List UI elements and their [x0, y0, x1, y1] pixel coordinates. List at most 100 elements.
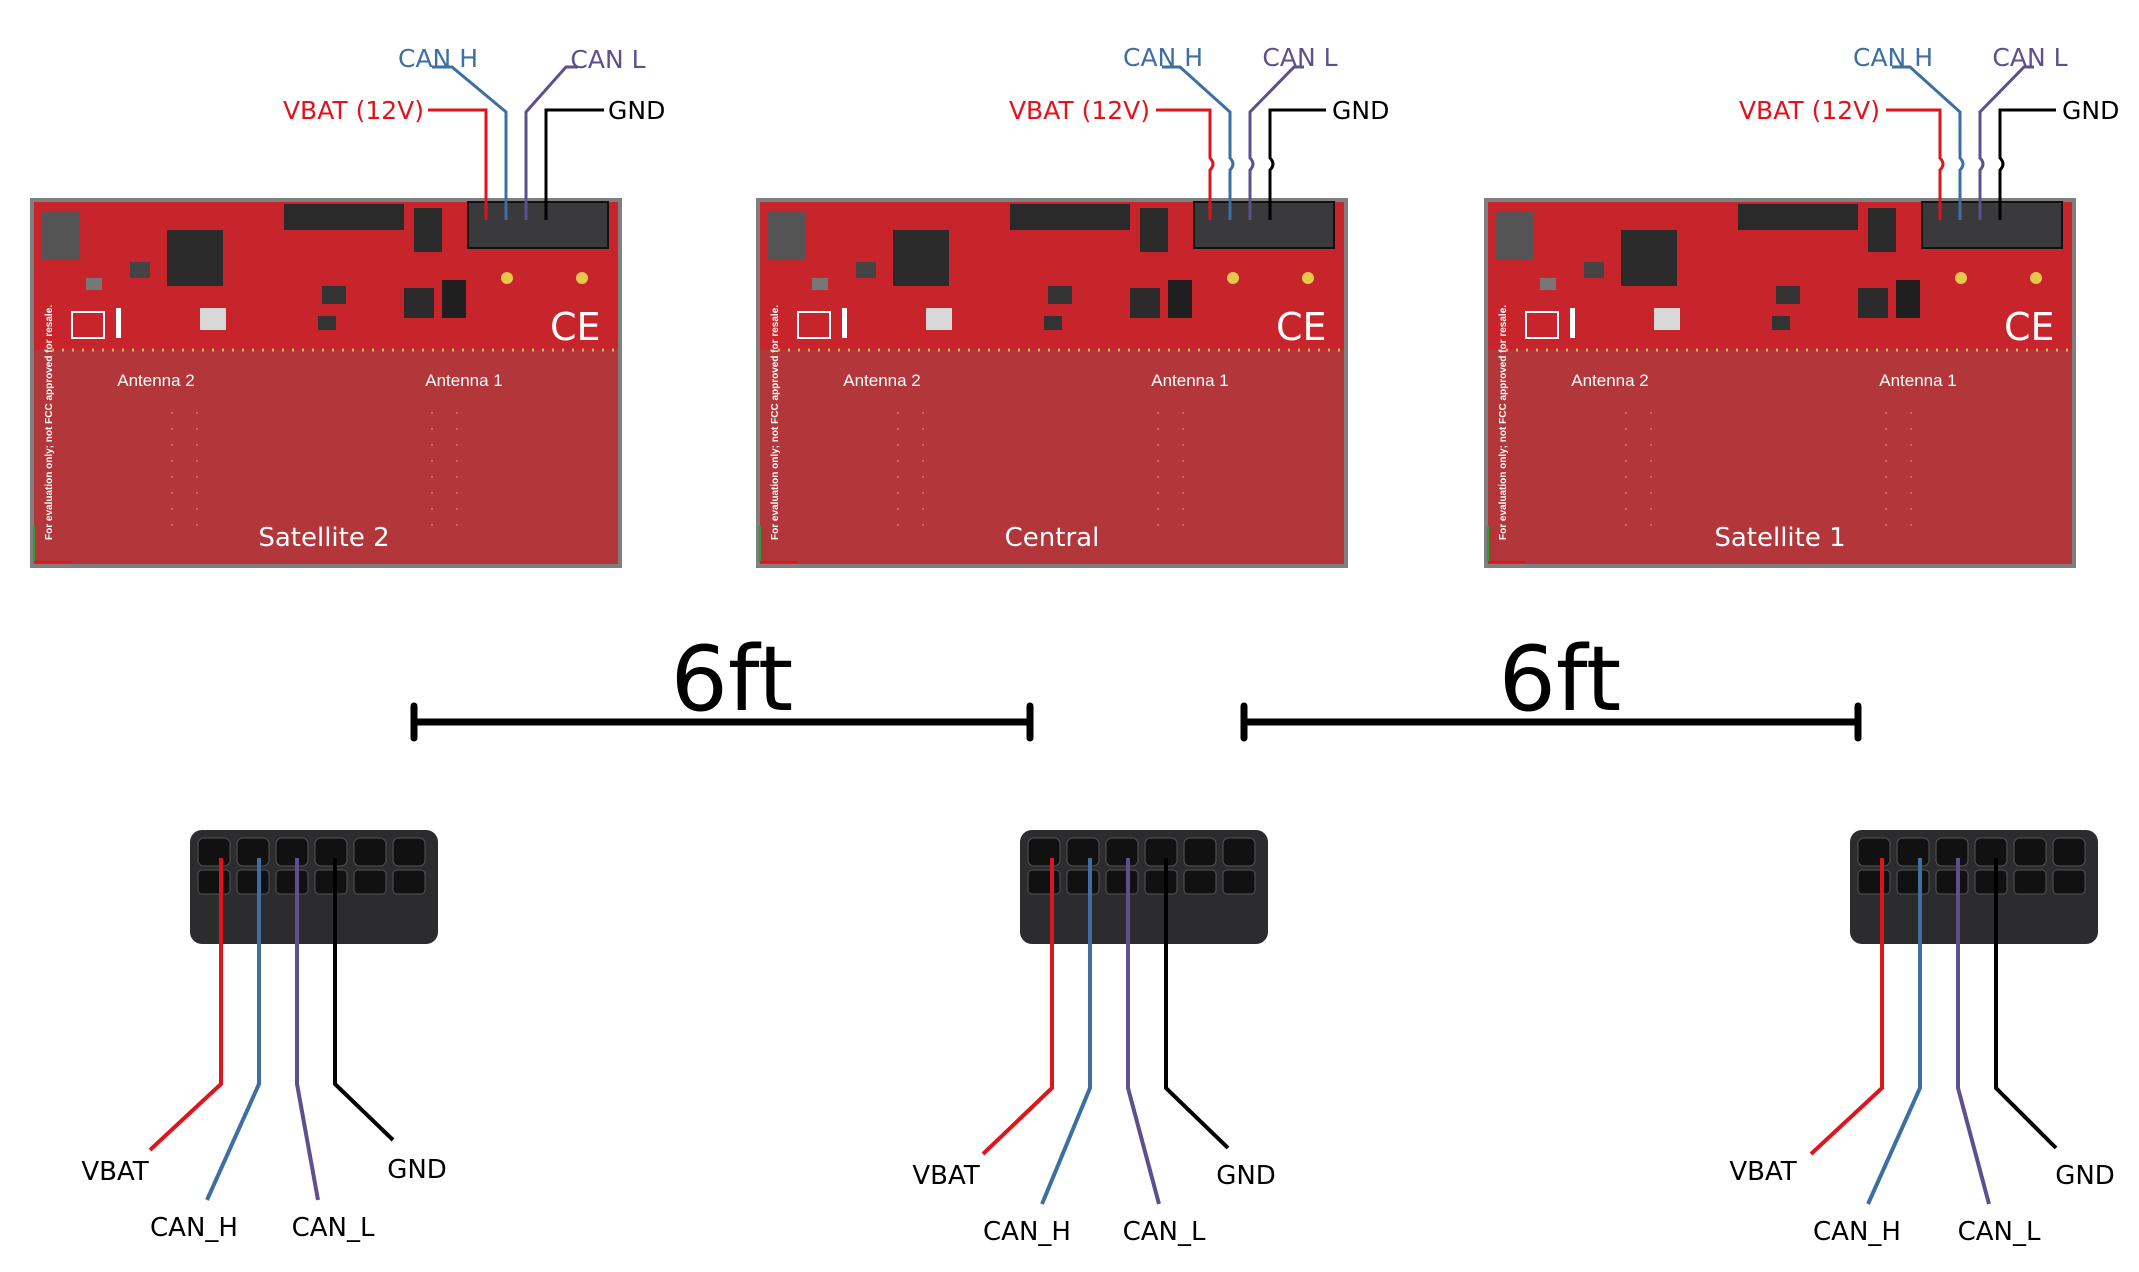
- antenna-2-label: Antenna 2: [117, 371, 195, 390]
- terminal-block: [1921, 201, 2063, 249]
- board-central: CE Antenna 2 Antenna 1 Central For evalu…: [756, 198, 1348, 568]
- wire-label-vbat: VBAT: [912, 1161, 979, 1191]
- pin-label-can-h: CAN H: [1123, 43, 1203, 72]
- ic-component: [1772, 316, 1790, 330]
- connector-2-wires: [981, 858, 1230, 1205]
- pin-label-vbat: VBAT (12V): [1009, 96, 1150, 125]
- pin-label-gnd: GND: [1332, 96, 1389, 125]
- can-h-lead: [1162, 65, 1235, 220]
- ic-component: [86, 278, 102, 290]
- fcc-notice: For evaluation only; not FCC approved fo…: [1498, 305, 1509, 540]
- ce-mark: CE: [2004, 305, 2055, 349]
- wire-label-can-h: CAN_H: [1813, 1217, 1901, 1247]
- pin-header: [1738, 204, 1858, 230]
- board-name: Satellite 1: [1714, 523, 1845, 553]
- antenna-1-label: Antenna 1: [425, 371, 503, 390]
- mounting-hole: [1302, 272, 1314, 284]
- ic-component: [1044, 316, 1062, 330]
- vbat-wire: [981, 858, 1054, 1156]
- mcu-chip: [1621, 230, 1677, 286]
- switch-component: [1496, 212, 1534, 260]
- vbat-lead: [428, 108, 488, 220]
- ce-mark: CE: [1276, 305, 1327, 349]
- gnd-lead: [544, 108, 604, 220]
- weee-icon: [1525, 311, 1559, 339]
- vbat-lead: [1156, 108, 1215, 220]
- mounting-hole: [1227, 272, 1239, 284]
- driver-chip: [1168, 280, 1192, 318]
- can-transceiver-chip: [404, 288, 434, 318]
- connector-2: [1020, 830, 1268, 944]
- gnd-wire: [333, 858, 395, 1142]
- connector-1-wires: [148, 858, 395, 1201]
- distance-label: 6ft: [671, 627, 794, 732]
- wire-label-gnd: GND: [1216, 1161, 1276, 1191]
- can-h-lead: [1892, 65, 1965, 220]
- wire-label-vbat: VBAT: [1729, 1157, 1796, 1187]
- weee-icon: [71, 311, 105, 339]
- fcc-notice: For evaluation only; not FCC approved fo…: [44, 305, 55, 540]
- mounting-hole: [1955, 272, 1967, 284]
- wire-label-can-l: CAN_L: [292, 1213, 375, 1243]
- terminal-block: [467, 201, 609, 249]
- wire-label-can-l: CAN_L: [1123, 1217, 1206, 1247]
- can-l-lead: [524, 65, 578, 220]
- crystal-component: [200, 308, 226, 330]
- mounting-hole: [501, 272, 513, 284]
- pin-header: [1010, 204, 1130, 230]
- pin-label-can-h: CAN H: [398, 44, 478, 73]
- can-h-wire: [1866, 858, 1922, 1205]
- antenna-2-label: Antenna 2: [843, 371, 921, 390]
- pin-label-can-h: CAN H: [1853, 43, 1933, 72]
- pin-label-can-l: CAN L: [1992, 43, 2067, 72]
- pin-header: [284, 204, 404, 230]
- can-l-wire: [1956, 858, 1991, 1205]
- ic-component: [812, 278, 828, 290]
- vbat-wire: [148, 858, 223, 1152]
- ic-component: [322, 286, 346, 304]
- can-transceiver-chip: [1858, 288, 1888, 318]
- wire-label-can-l: CAN_L: [1958, 1217, 2041, 1247]
- distance-marker-left: [410, 702, 1034, 742]
- regulator-chip: [1868, 208, 1896, 252]
- ic-component: [1048, 286, 1072, 304]
- vbat-wire: [1809, 858, 1884, 1156]
- can-l-wire: [295, 858, 320, 1201]
- can-h-wire: [205, 858, 261, 1201]
- vbat-lead: [1886, 108, 1945, 220]
- mcu-chip: [893, 230, 949, 286]
- antenna-1-label: Antenna 1: [1879, 371, 1957, 390]
- ic-component: [318, 316, 336, 330]
- pin-label-can-l: CAN L: [1262, 43, 1337, 72]
- mcu-chip: [167, 230, 223, 286]
- ic-component: [130, 262, 150, 278]
- gnd-wire: [1164, 858, 1230, 1150]
- mounting-hole: [2030, 272, 2042, 284]
- driver-chip: [442, 280, 466, 318]
- board-satellite-2: CE Antenna 2 Antenna 1 Satellite 2 For e…: [30, 198, 622, 568]
- connector-3-wires: [1809, 858, 2058, 1205]
- wire-label-gnd: GND: [2055, 1161, 2115, 1191]
- can-h-lead: [432, 65, 508, 220]
- weee-icon: [797, 311, 831, 339]
- pin-label-gnd: GND: [2062, 96, 2119, 125]
- can-h-wire: [1040, 858, 1092, 1205]
- connector-1: [190, 830, 438, 944]
- crystal-component: [1654, 308, 1680, 330]
- fcc-notice: For evaluation only; not FCC approved fo…: [770, 305, 781, 540]
- terminal-leads-satellite-1: [1886, 65, 2056, 220]
- terminal-block: [1193, 201, 1335, 249]
- pin-label-vbat: VBAT (12V): [1739, 96, 1880, 125]
- antenna-1-label: Antenna 1: [1151, 371, 1229, 390]
- can-l-lead: [1978, 65, 2034, 220]
- driver-chip: [1896, 280, 1920, 318]
- ic-component: [1584, 262, 1604, 278]
- ic-component: [856, 262, 876, 278]
- ic-component: [1540, 278, 1556, 290]
- gnd-lead: [1268, 108, 1326, 220]
- ic-component: [1776, 286, 1800, 304]
- connector-3: [1850, 830, 2098, 944]
- can-l-lead: [1248, 65, 1304, 220]
- ce-mark: CE: [550, 305, 601, 349]
